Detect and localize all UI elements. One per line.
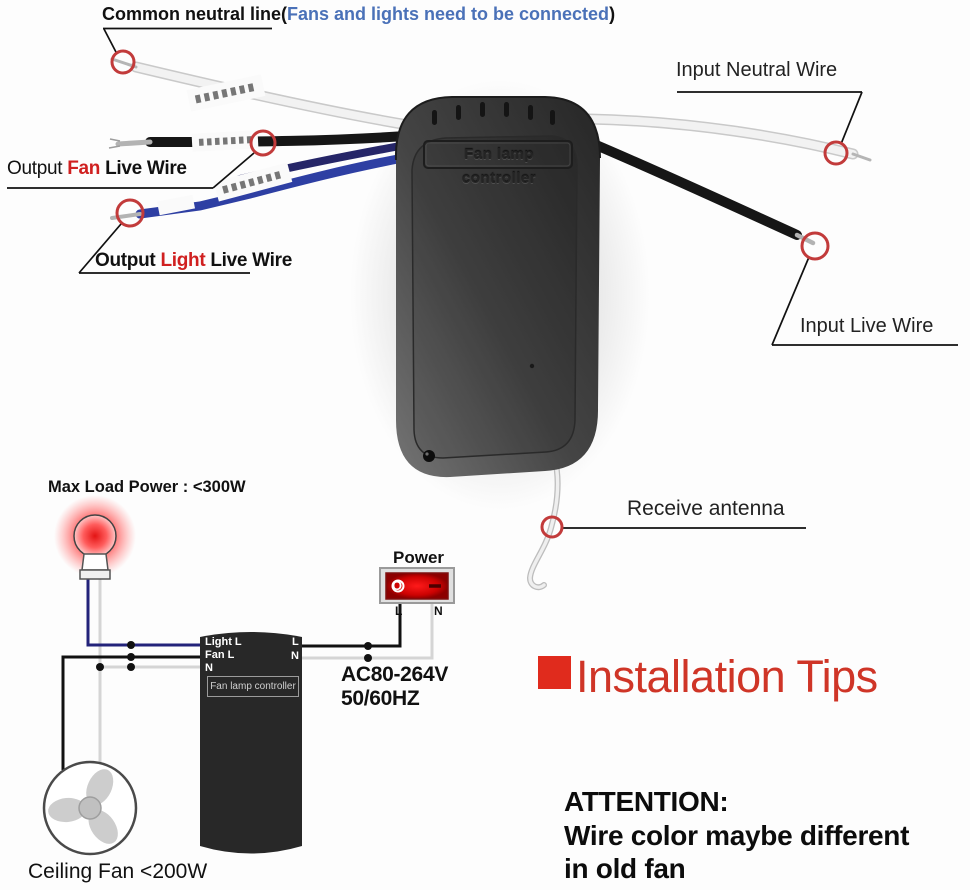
marker-output-light [115,198,145,228]
terminal-light-l: Light L [205,636,242,648]
common-neutral-suffix: ) [609,4,616,24]
switch-n-terminal: N [434,604,443,618]
switch-l-terminal: L [395,604,403,618]
power-label: Power [393,548,445,567]
marker-circles [110,49,849,539]
attention-line1: Wire color maybe different [564,820,910,851]
terminal-l-right: L [292,636,299,648]
common-neutral-wire [110,57,414,131]
light-bulb [54,495,136,580]
input-live-label: Input Live Wire [800,315,934,337]
output-fan-highlight: Fan [67,158,101,179]
junction-dots [96,641,372,671]
controller-plate-label: Fan lamp controller [207,676,299,697]
output-fan-label: Output Fan Live Wire [7,158,187,180]
ceiling-fan-label: Ceiling Fan <200W [28,860,208,883]
wire-print-band [213,162,293,202]
output-light-highlight: Light [160,250,206,271]
attention-heading: ATTENTION: [564,786,729,817]
receiver-box [394,96,601,478]
terminal-fan-l: Fan L [205,649,235,661]
common-neutral-label: Common neutral line(Fans and lights need… [102,4,615,25]
terminal-n-right: N [291,650,299,662]
light-live-wire [86,579,200,647]
wire-print-band [186,74,266,112]
common-neutral-prefix: Common neutral line( [102,4,288,24]
vent-slots [432,102,555,125]
wire-print-band [191,130,259,152]
pointer-lines [7,27,958,529]
controller-box [200,632,302,854]
marker-input-live [800,231,830,261]
marker-output-fan [249,129,277,157]
voltage-label: AC80-264V [341,663,449,686]
output-light-wire [110,142,408,220]
output-light-prefix: Output [95,250,161,271]
switch-off-symbol: O [392,578,403,593]
installation-tips-title: Installation Tips [576,651,878,702]
output-fan-suffix: Live Wire [100,158,187,179]
wire-print-band [156,194,196,216]
output-light-label: Output Light Live Wire [95,250,292,272]
common-neutral-note: Fans and lights need to be connected [287,4,610,24]
device-embossed-label: Fan lamp controller [461,146,537,187]
attention-line2: in old fan [564,853,686,884]
output-light-suffix: Live Wire [205,250,292,271]
marker-input-neutral [823,140,849,166]
terminal-n-left: N [205,662,213,674]
ceiling-fan [42,760,138,856]
live-wires [61,603,402,770]
power-switch [379,567,455,604]
output-fan-wire [108,130,411,152]
output-fan-prefix: Output [7,158,68,179]
receive-antenna-label: Receive antenna [627,497,785,520]
input-neutral-label: Input Neutral Wire [676,59,838,81]
frequency-label: 50/60HZ [341,687,420,710]
tips-bullet-square [538,656,571,689]
marker-common-neutral [110,49,136,75]
input-neutral-wire [582,113,872,162]
max-load-label: Max Load Power : <300W [48,478,246,496]
antenna-wire [526,437,561,591]
marker-antenna [540,515,564,539]
